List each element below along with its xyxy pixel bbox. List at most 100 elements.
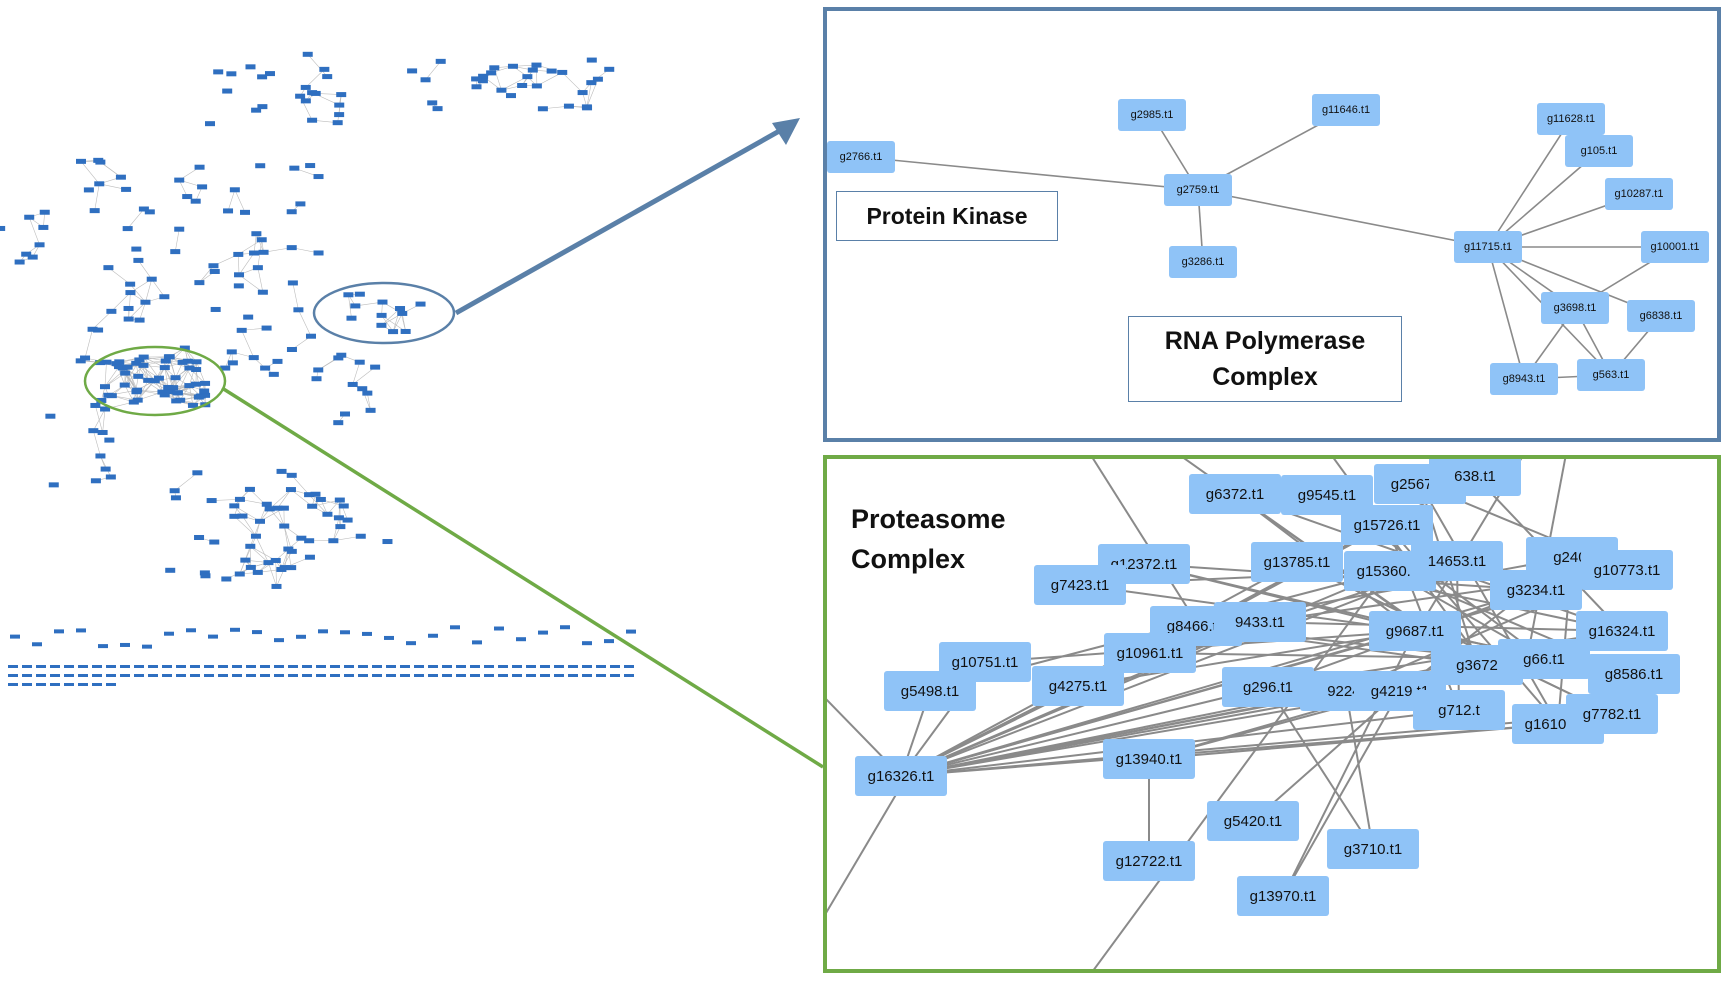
overview-node xyxy=(516,637,526,642)
overview-node xyxy=(120,674,130,677)
overview-node xyxy=(134,317,145,323)
overview-node xyxy=(21,251,32,257)
protein-kinase-panel: Protein Kinase RNA Polymerase Complex g2… xyxy=(823,7,1721,442)
overview-node xyxy=(257,104,268,110)
overview-node xyxy=(287,280,298,286)
overview-edge xyxy=(308,494,328,515)
overview-node xyxy=(286,245,297,251)
node-g10001-t1: g10001.t1 xyxy=(1641,231,1709,263)
overview-node xyxy=(182,358,193,364)
overview-node xyxy=(554,674,564,677)
overview-node xyxy=(193,394,204,400)
node-g11628-t1: g11628.t1 xyxy=(1537,103,1605,135)
overview-node xyxy=(526,665,536,668)
overview-node xyxy=(362,631,372,636)
overview-node xyxy=(36,674,46,677)
overview-node xyxy=(278,505,289,511)
overview-node xyxy=(604,639,614,644)
overview-node xyxy=(75,158,86,164)
overview-node xyxy=(0,225,6,231)
overview-node xyxy=(537,106,548,112)
overview-edge xyxy=(104,366,120,387)
overview-node xyxy=(568,665,578,668)
overview-node xyxy=(596,665,606,668)
overview-node xyxy=(354,291,365,297)
overview-node xyxy=(342,517,353,523)
overview-node xyxy=(471,84,482,90)
overview-edge xyxy=(143,357,149,381)
overview-node xyxy=(218,674,228,677)
overview-node xyxy=(184,365,195,371)
overview-node xyxy=(114,359,125,365)
overview-node xyxy=(159,294,170,300)
overview-node xyxy=(263,560,274,566)
overview-node xyxy=(131,360,142,366)
overview-node xyxy=(470,674,480,677)
overview-node xyxy=(22,683,32,686)
overview-edge xyxy=(291,475,310,495)
node-g16324-t1: g16324.t1 xyxy=(1576,611,1668,651)
overview-node xyxy=(245,64,256,70)
overview-edge xyxy=(175,362,183,378)
overview-node xyxy=(123,316,134,322)
overview-node xyxy=(274,674,284,677)
overview-node xyxy=(8,683,18,686)
node-g296-t1: g296.t1 xyxy=(1222,667,1314,707)
edge xyxy=(1093,570,1388,969)
overview-node xyxy=(251,231,262,237)
overview-node xyxy=(246,674,256,677)
overview-node xyxy=(354,359,365,365)
overview-node xyxy=(229,187,240,193)
overview-edge xyxy=(283,525,289,550)
node-g3286-t1: g3286.t1 xyxy=(1169,246,1237,278)
overview-node xyxy=(261,501,272,507)
overview-edge xyxy=(151,278,165,297)
edge xyxy=(1282,690,1401,897)
overview-node xyxy=(540,674,550,677)
overview-node xyxy=(274,665,284,668)
edge xyxy=(984,630,1416,663)
overview-node xyxy=(319,66,330,72)
overview-edge xyxy=(269,508,285,527)
overview-node xyxy=(582,105,593,111)
overview-node xyxy=(376,312,387,318)
node-g3710-t1: g3710.t1 xyxy=(1327,829,1419,869)
zoom-arrow-blue xyxy=(454,122,792,316)
overview-node xyxy=(257,289,268,295)
overview-node xyxy=(22,665,32,668)
overview-node xyxy=(240,557,251,563)
overview-node xyxy=(270,557,281,563)
overview-node xyxy=(395,306,406,312)
overview-node xyxy=(204,665,214,668)
overview-node xyxy=(283,546,294,552)
overview-node xyxy=(560,625,570,630)
overview-node xyxy=(209,268,220,274)
overview-node xyxy=(162,665,172,668)
overview-node xyxy=(355,533,366,539)
overview-edge xyxy=(257,267,264,293)
overview-edge xyxy=(290,489,313,507)
zoom-line-green xyxy=(221,386,824,769)
overview-node xyxy=(234,571,245,577)
overview-node xyxy=(318,629,328,634)
overview-node xyxy=(328,538,339,544)
overview-node xyxy=(274,638,284,643)
node-g11715-t1: g11715.t1 xyxy=(1454,231,1522,263)
overview-node xyxy=(100,406,111,412)
overview-node xyxy=(133,257,144,263)
overview-node xyxy=(316,665,326,668)
node-g5420-t1: g5420.t1 xyxy=(1207,801,1299,841)
overview-node xyxy=(140,299,151,305)
overview-node xyxy=(257,74,268,80)
overview-node xyxy=(226,349,237,355)
overview-node xyxy=(531,62,542,68)
overview-node xyxy=(78,674,88,677)
overview-node xyxy=(131,389,142,395)
overview-node xyxy=(123,305,134,311)
overview-node xyxy=(94,181,105,187)
overview-edge xyxy=(238,274,264,293)
overview-node xyxy=(144,209,155,215)
overview-node xyxy=(103,265,114,271)
overview-edge xyxy=(138,376,163,393)
overview-node xyxy=(484,674,494,677)
